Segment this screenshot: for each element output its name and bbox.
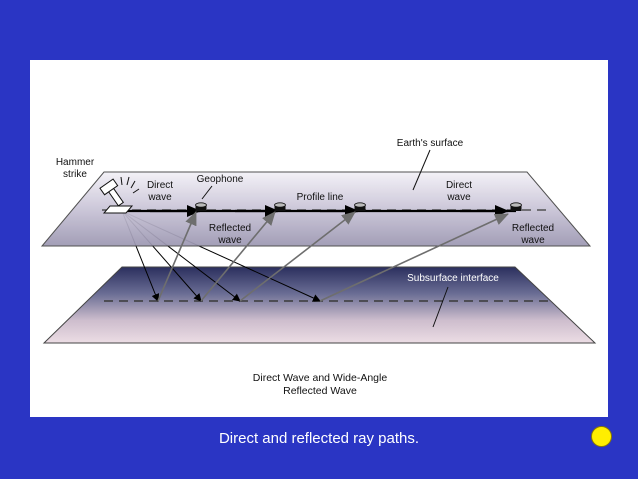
leader-earth-surface xyxy=(412,149,431,191)
direct-wave-left-line2: wave xyxy=(147,192,172,203)
direct-wave-left-line1: Direct xyxy=(147,180,173,191)
diagram-caption-line2: Reflected Wave xyxy=(283,385,357,397)
leader-geophone xyxy=(201,185,213,200)
geophones xyxy=(195,202,522,211)
slide-panel: Hammer strike Direct wave Geophone Profi… xyxy=(30,60,608,417)
subsurface-plane xyxy=(42,266,597,344)
earth-surface-plane xyxy=(40,171,592,247)
geophone-icon xyxy=(274,202,286,211)
slide-caption: Direct and reflected ray paths. xyxy=(218,430,420,447)
geophone-label: Geophone xyxy=(197,174,244,185)
geophone-icon xyxy=(195,202,207,211)
direct-wave-right-line2: wave xyxy=(446,192,471,203)
reflected-wave-left-line1: Reflected xyxy=(209,223,251,234)
hammer-icon xyxy=(99,176,140,214)
geophone-icon xyxy=(510,202,522,211)
reflected-wave-right-line2: wave xyxy=(520,235,545,246)
yellow-circle-icon[interactable] xyxy=(591,426,612,447)
diagram-caption-line1: Direct Wave and Wide-Angle xyxy=(253,372,388,384)
reflected-rays xyxy=(157,211,509,302)
earths-surface-label: Earth's surface xyxy=(397,138,464,149)
hammer-label-line2: strike xyxy=(63,169,87,180)
reflected-ray-4 xyxy=(319,213,509,302)
hammer-label-line1: Hammer xyxy=(56,157,95,168)
geophone-icon xyxy=(354,202,366,211)
direct-wave-right-line1: Direct xyxy=(446,180,472,191)
reflected-ray-1 xyxy=(157,211,197,302)
leader-subsurface xyxy=(432,286,449,328)
reflected-wave-left-line2: wave xyxy=(217,235,242,246)
reflected-ray-2 xyxy=(200,211,276,302)
ray-path-diagram: Hammer strike Direct wave Geophone Profi… xyxy=(40,138,597,397)
reflected-ray-3 xyxy=(239,211,356,302)
subsurface-interface-label: Subsurface interface xyxy=(407,273,499,284)
profile-line-label: Profile line xyxy=(297,192,344,203)
reflected-wave-right-line1: Reflected xyxy=(512,223,554,234)
